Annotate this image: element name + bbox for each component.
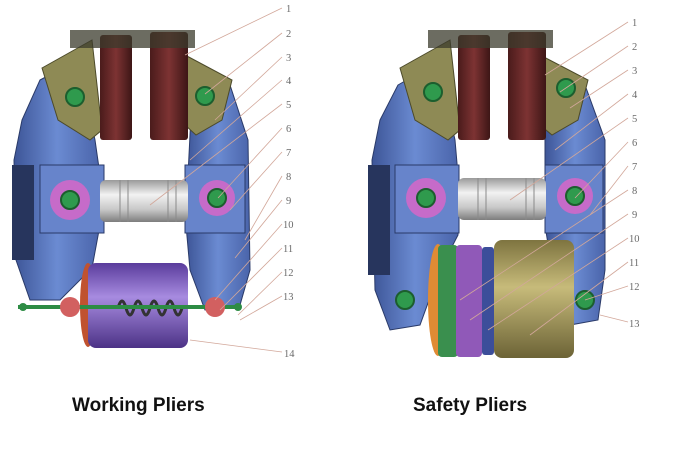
safety-callout-8: 8 bbox=[632, 186, 637, 197]
spindle-shaft bbox=[100, 180, 188, 222]
safety-callout-3: 3 bbox=[632, 66, 637, 77]
working-callout-4: 4 bbox=[286, 76, 292, 87]
rod-nut-left bbox=[19, 303, 27, 311]
safety-flange-blue bbox=[482, 247, 494, 355]
safety-callout-9: 9 bbox=[632, 210, 637, 221]
right-rod-end bbox=[205, 297, 225, 317]
working-callout-5: 5 bbox=[286, 100, 291, 111]
safety-callout-6: 6 bbox=[632, 138, 637, 149]
left-pivot-center bbox=[60, 190, 80, 210]
safety-left-brake-pad bbox=[458, 35, 490, 140]
safety-callout-11: 11 bbox=[629, 258, 639, 269]
safety-flange-purple bbox=[456, 245, 482, 357]
safety-callout-10: 10 bbox=[629, 234, 640, 245]
safety-right-brake-pad bbox=[508, 32, 546, 140]
safety-callout-7: 7 bbox=[632, 162, 637, 173]
right-brake-pad bbox=[150, 32, 188, 140]
safety-shaft-ribs bbox=[477, 178, 535, 220]
left-rod-end bbox=[60, 297, 80, 317]
safety-callout-2: 2 bbox=[632, 42, 637, 53]
rod-nut-right bbox=[234, 303, 242, 311]
safety-callouts: 1 2 3 4 5 6 7 8 9 10 11 12 13 bbox=[629, 18, 640, 330]
safety-left-arm-shadow bbox=[368, 165, 390, 275]
working-callout-9: 9 bbox=[286, 196, 291, 207]
working-callout-1: 1 bbox=[286, 4, 291, 15]
safety-flange-green bbox=[438, 245, 458, 357]
left-brake-pad bbox=[100, 35, 132, 140]
safety-right-pivot-center bbox=[565, 186, 585, 206]
safety-callout-13: 13 bbox=[629, 319, 640, 330]
left-arm-shadow bbox=[12, 165, 34, 260]
working-callout-6: 6 bbox=[286, 124, 291, 135]
safety-callout-12: 12 bbox=[629, 282, 640, 293]
working-leader-lines bbox=[149, 7, 283, 353]
safety-spindle-shaft bbox=[458, 178, 546, 220]
shaft-ribs bbox=[119, 180, 177, 222]
pad-top-bracket bbox=[70, 30, 195, 48]
safety-callout-4: 4 bbox=[632, 90, 638, 101]
safety-lower-left-bolt bbox=[395, 290, 415, 310]
working-callout-10: 10 bbox=[283, 220, 294, 231]
safety-callout-5: 5 bbox=[632, 114, 637, 125]
safety-pliers-caption: Safety Pliers bbox=[413, 395, 528, 416]
working-pliers-drawing bbox=[12, 30, 251, 348]
right-pivot-center bbox=[207, 188, 227, 208]
working-callout-3: 3 bbox=[286, 53, 291, 64]
safety-left-holder-bolt bbox=[423, 82, 443, 102]
working-callout-11: 11 bbox=[283, 244, 293, 255]
safety-pliers-drawing bbox=[368, 30, 606, 358]
safety-pad-top-bracket bbox=[428, 30, 553, 48]
working-callout-7: 7 bbox=[286, 148, 291, 159]
working-callout-8: 8 bbox=[286, 172, 291, 183]
working-callout-12: 12 bbox=[283, 268, 294, 279]
left-holder-bolt bbox=[65, 87, 85, 107]
working-callout-2: 2 bbox=[286, 29, 291, 40]
safety-leader-lines bbox=[459, 21, 629, 336]
safety-callout-1: 1 bbox=[632, 18, 637, 29]
safety-left-pivot-center bbox=[416, 188, 436, 208]
working-callout-13: 13 bbox=[283, 292, 294, 303]
safety-spring-housing bbox=[494, 240, 574, 358]
working-pliers-caption: Working Pliers bbox=[72, 395, 205, 416]
working-callouts: 1 2 3 4 5 6 7 8 9 10 11 12 13 14 bbox=[283, 4, 295, 360]
working-callout-14: 14 bbox=[284, 349, 295, 360]
right-holder-bolt bbox=[195, 86, 215, 106]
